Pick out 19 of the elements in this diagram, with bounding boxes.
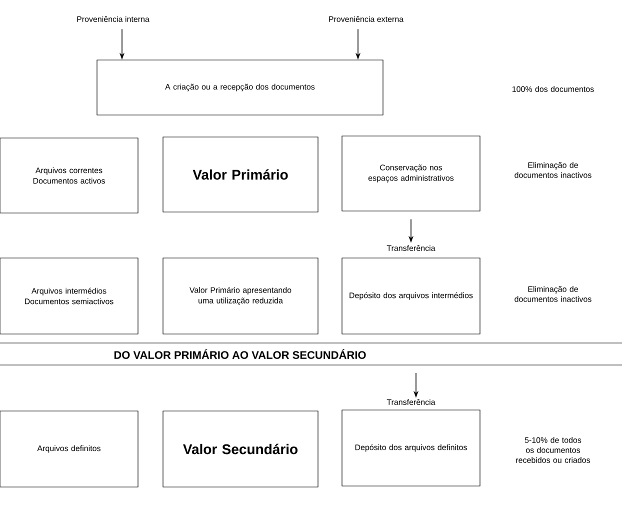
process-box: Arquivos definitos [0, 410, 138, 488]
process-box: A criação ou a recepção dos documentos [96, 60, 384, 116]
process-box: Valor Primário apresentando uma utilização reduzida [162, 258, 318, 334]
note-text: 5-10% de todos os documentos recebidos ou criados [516, 437, 590, 463]
section-heading: DO VALOR PRIMÁRIO AO VALOR SECUNDÁRIO [114, 349, 366, 359]
transfer-label: Transferência [386, 245, 436, 251]
process-box: Conservação nos espaços administrativos [342, 136, 480, 212]
process-box: Arquivos intermédios Documentos semiactivos [0, 258, 138, 334]
process-box: Depósito dos arquivos definitos [342, 410, 480, 486]
process-box: Depósito dos arquivos intermédios [342, 258, 480, 334]
process-box: Arquivos correntes Documentos activos [0, 138, 138, 214]
note-text: 100% dos documentos [512, 86, 594, 92]
source-label: Proveniência interna [77, 16, 150, 22]
source-label: Proveniência externa [329, 16, 404, 22]
note-text: Eliminação de documentos inactivos [514, 286, 592, 302]
note-text: Eliminação de documentos inactivos [514, 162, 592, 178]
transfer-label: Transferência [386, 399, 436, 405]
value-box: Valor Secundário [162, 410, 318, 488]
value-box: Valor Primário [162, 136, 318, 212]
